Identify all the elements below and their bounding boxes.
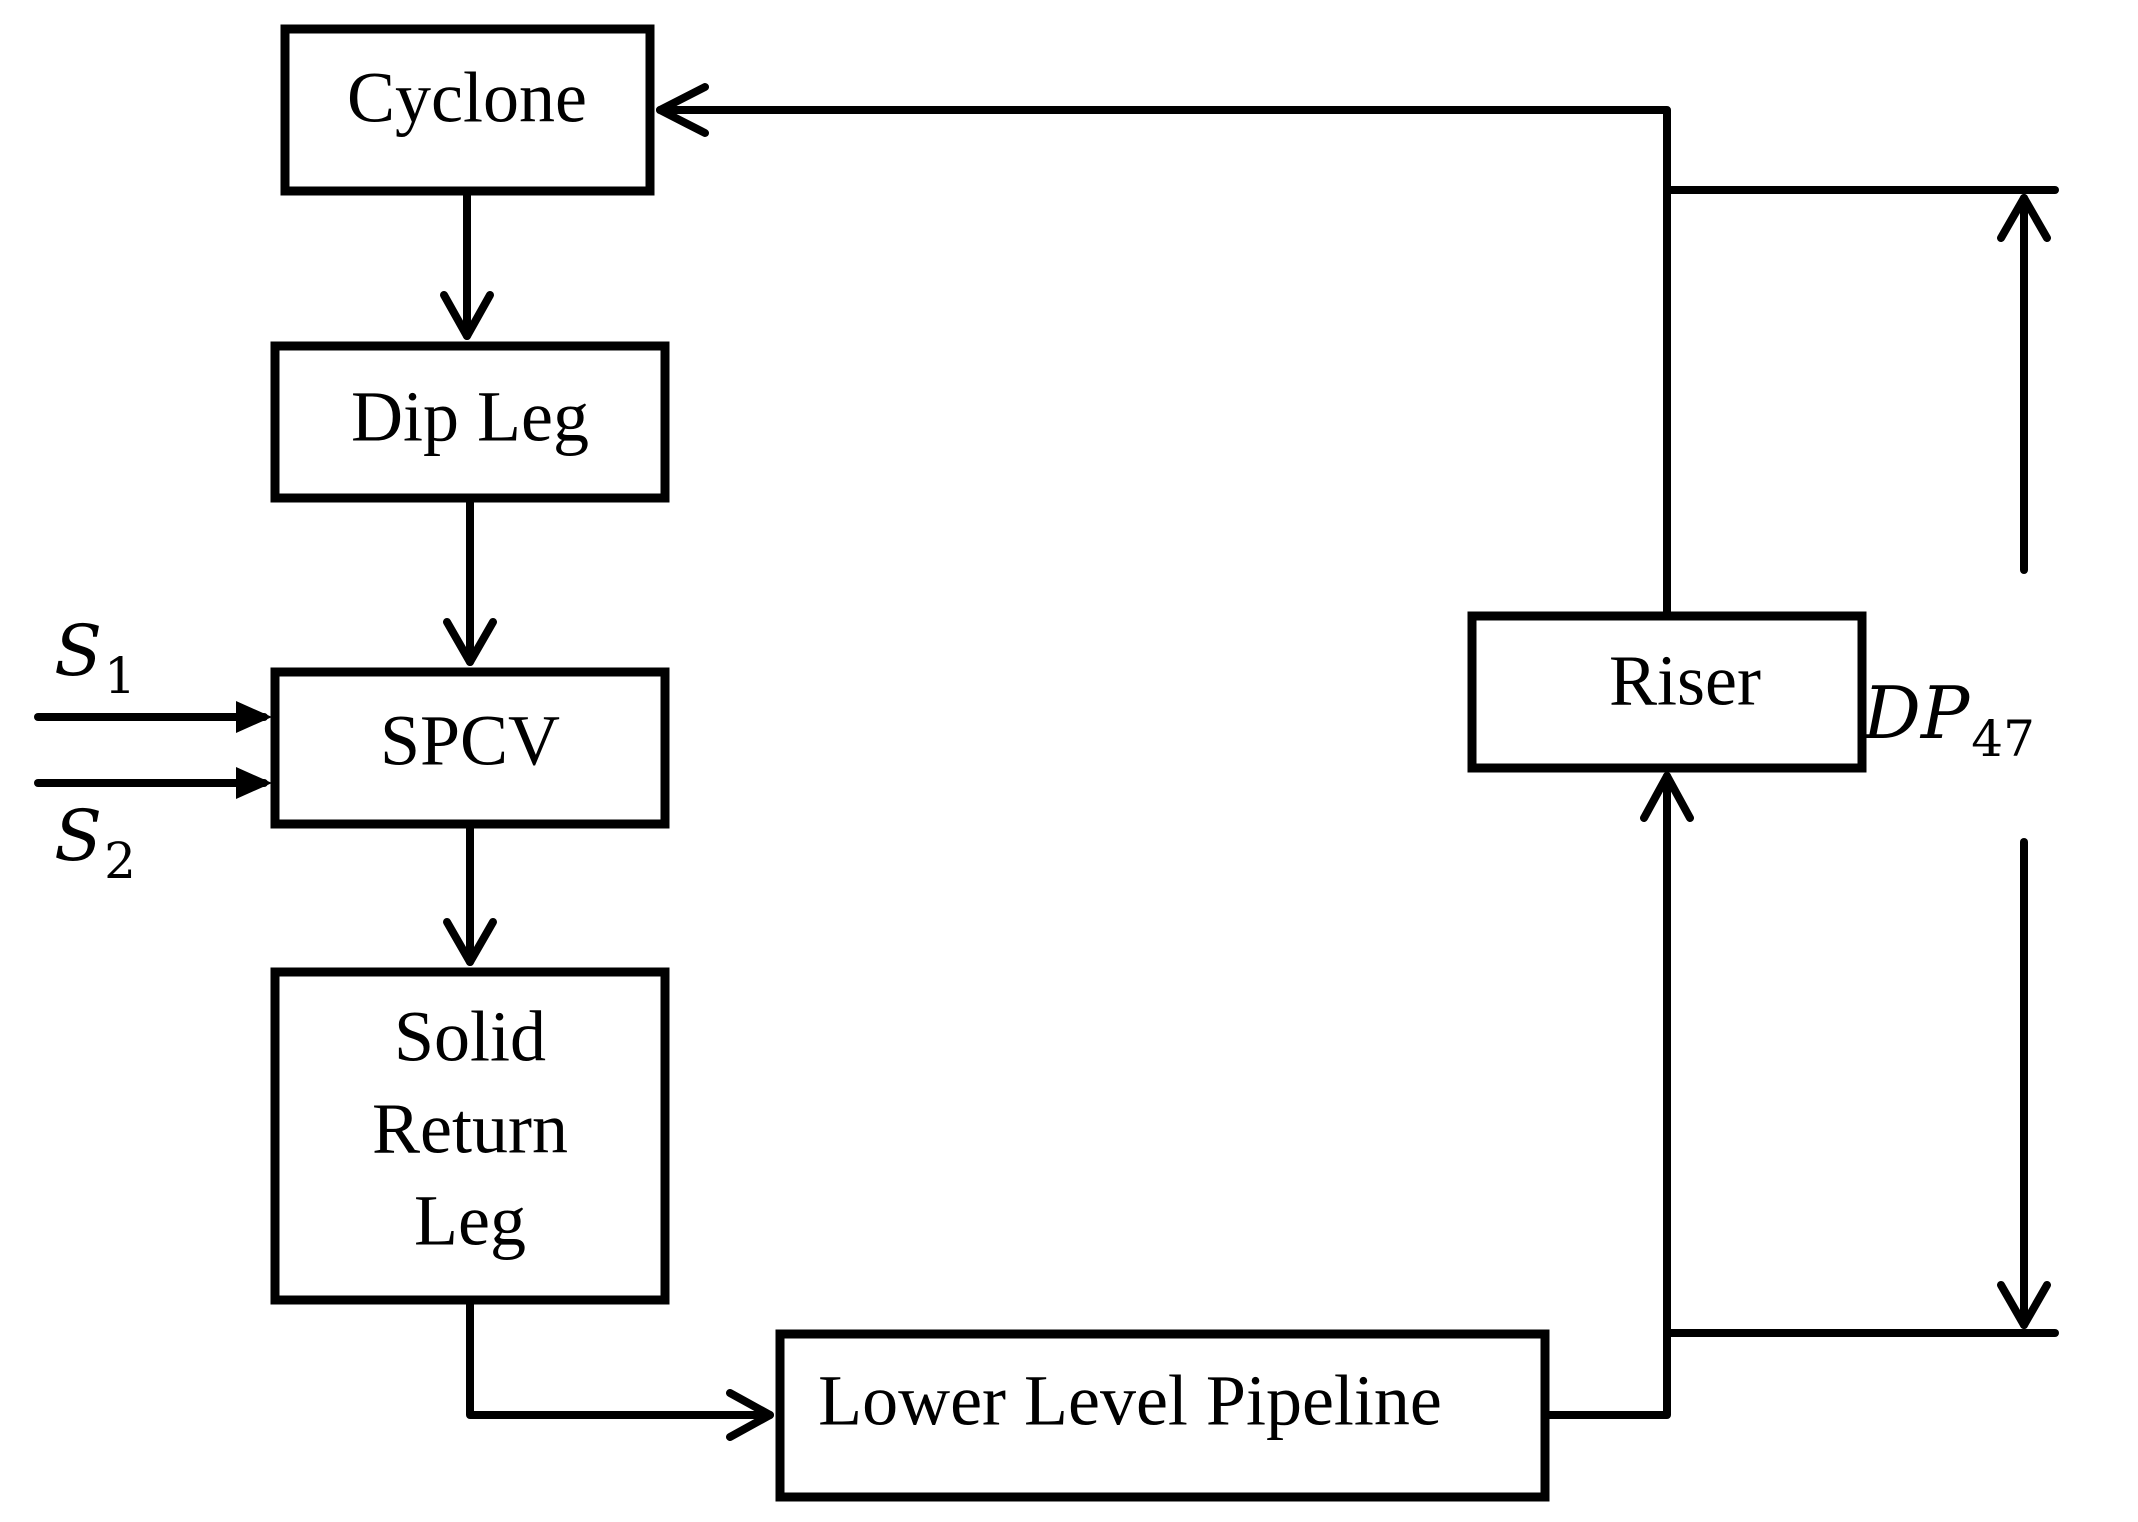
input-s2-arrow [34, 767, 272, 799]
solid-return-leg-label-line2: Return [372, 1089, 568, 1169]
lower-level-pipeline-label: Lower Level Pipeline [818, 1361, 1442, 1441]
solid-return-leg-label-line3: Leg [414, 1181, 526, 1261]
pressure-drop-label: DP47 [1861, 671, 2035, 768]
arrow-solid-return-leg-to-pipeline [466, 1300, 774, 1441]
arrow-cyclone-to-dip-leg [440, 191, 494, 340]
arrow-spcv-to-solid-return-leg [443, 824, 497, 966]
input-s1-arrow [34, 701, 272, 733]
dip-leg-block: Dip Leg [270, 341, 670, 503]
solid-return-leg-block: Solid Return Leg [270, 967, 670, 1305]
arrow-dip-leg-to-spcv [443, 498, 497, 666]
pressure-drop-dimension-arrow [1997, 194, 2051, 1329]
dip-leg-label: Dip Leg [351, 377, 589, 457]
lower-level-pipeline-block: Lower Level Pipeline [775, 1329, 1550, 1502]
riser-block: Riser [1467, 611, 1867, 773]
solid-return-leg-label-line1: Solid [394, 997, 546, 1077]
input-s1-label: S1 [54, 610, 136, 705]
riser-label: Riser [1609, 641, 1761, 721]
arrow-riser-to-cyclone [656, 83, 1671, 620]
spcv-block: SPCV [270, 667, 670, 829]
arrow-pipeline-to-riser [1545, 772, 1694, 1419]
cyclone-label: Cyclone [347, 58, 587, 138]
input-s2-label: S2 [54, 795, 136, 890]
cyclone-block: Cyclone [280, 24, 655, 196]
spcv-label: SPCV [380, 701, 560, 781]
